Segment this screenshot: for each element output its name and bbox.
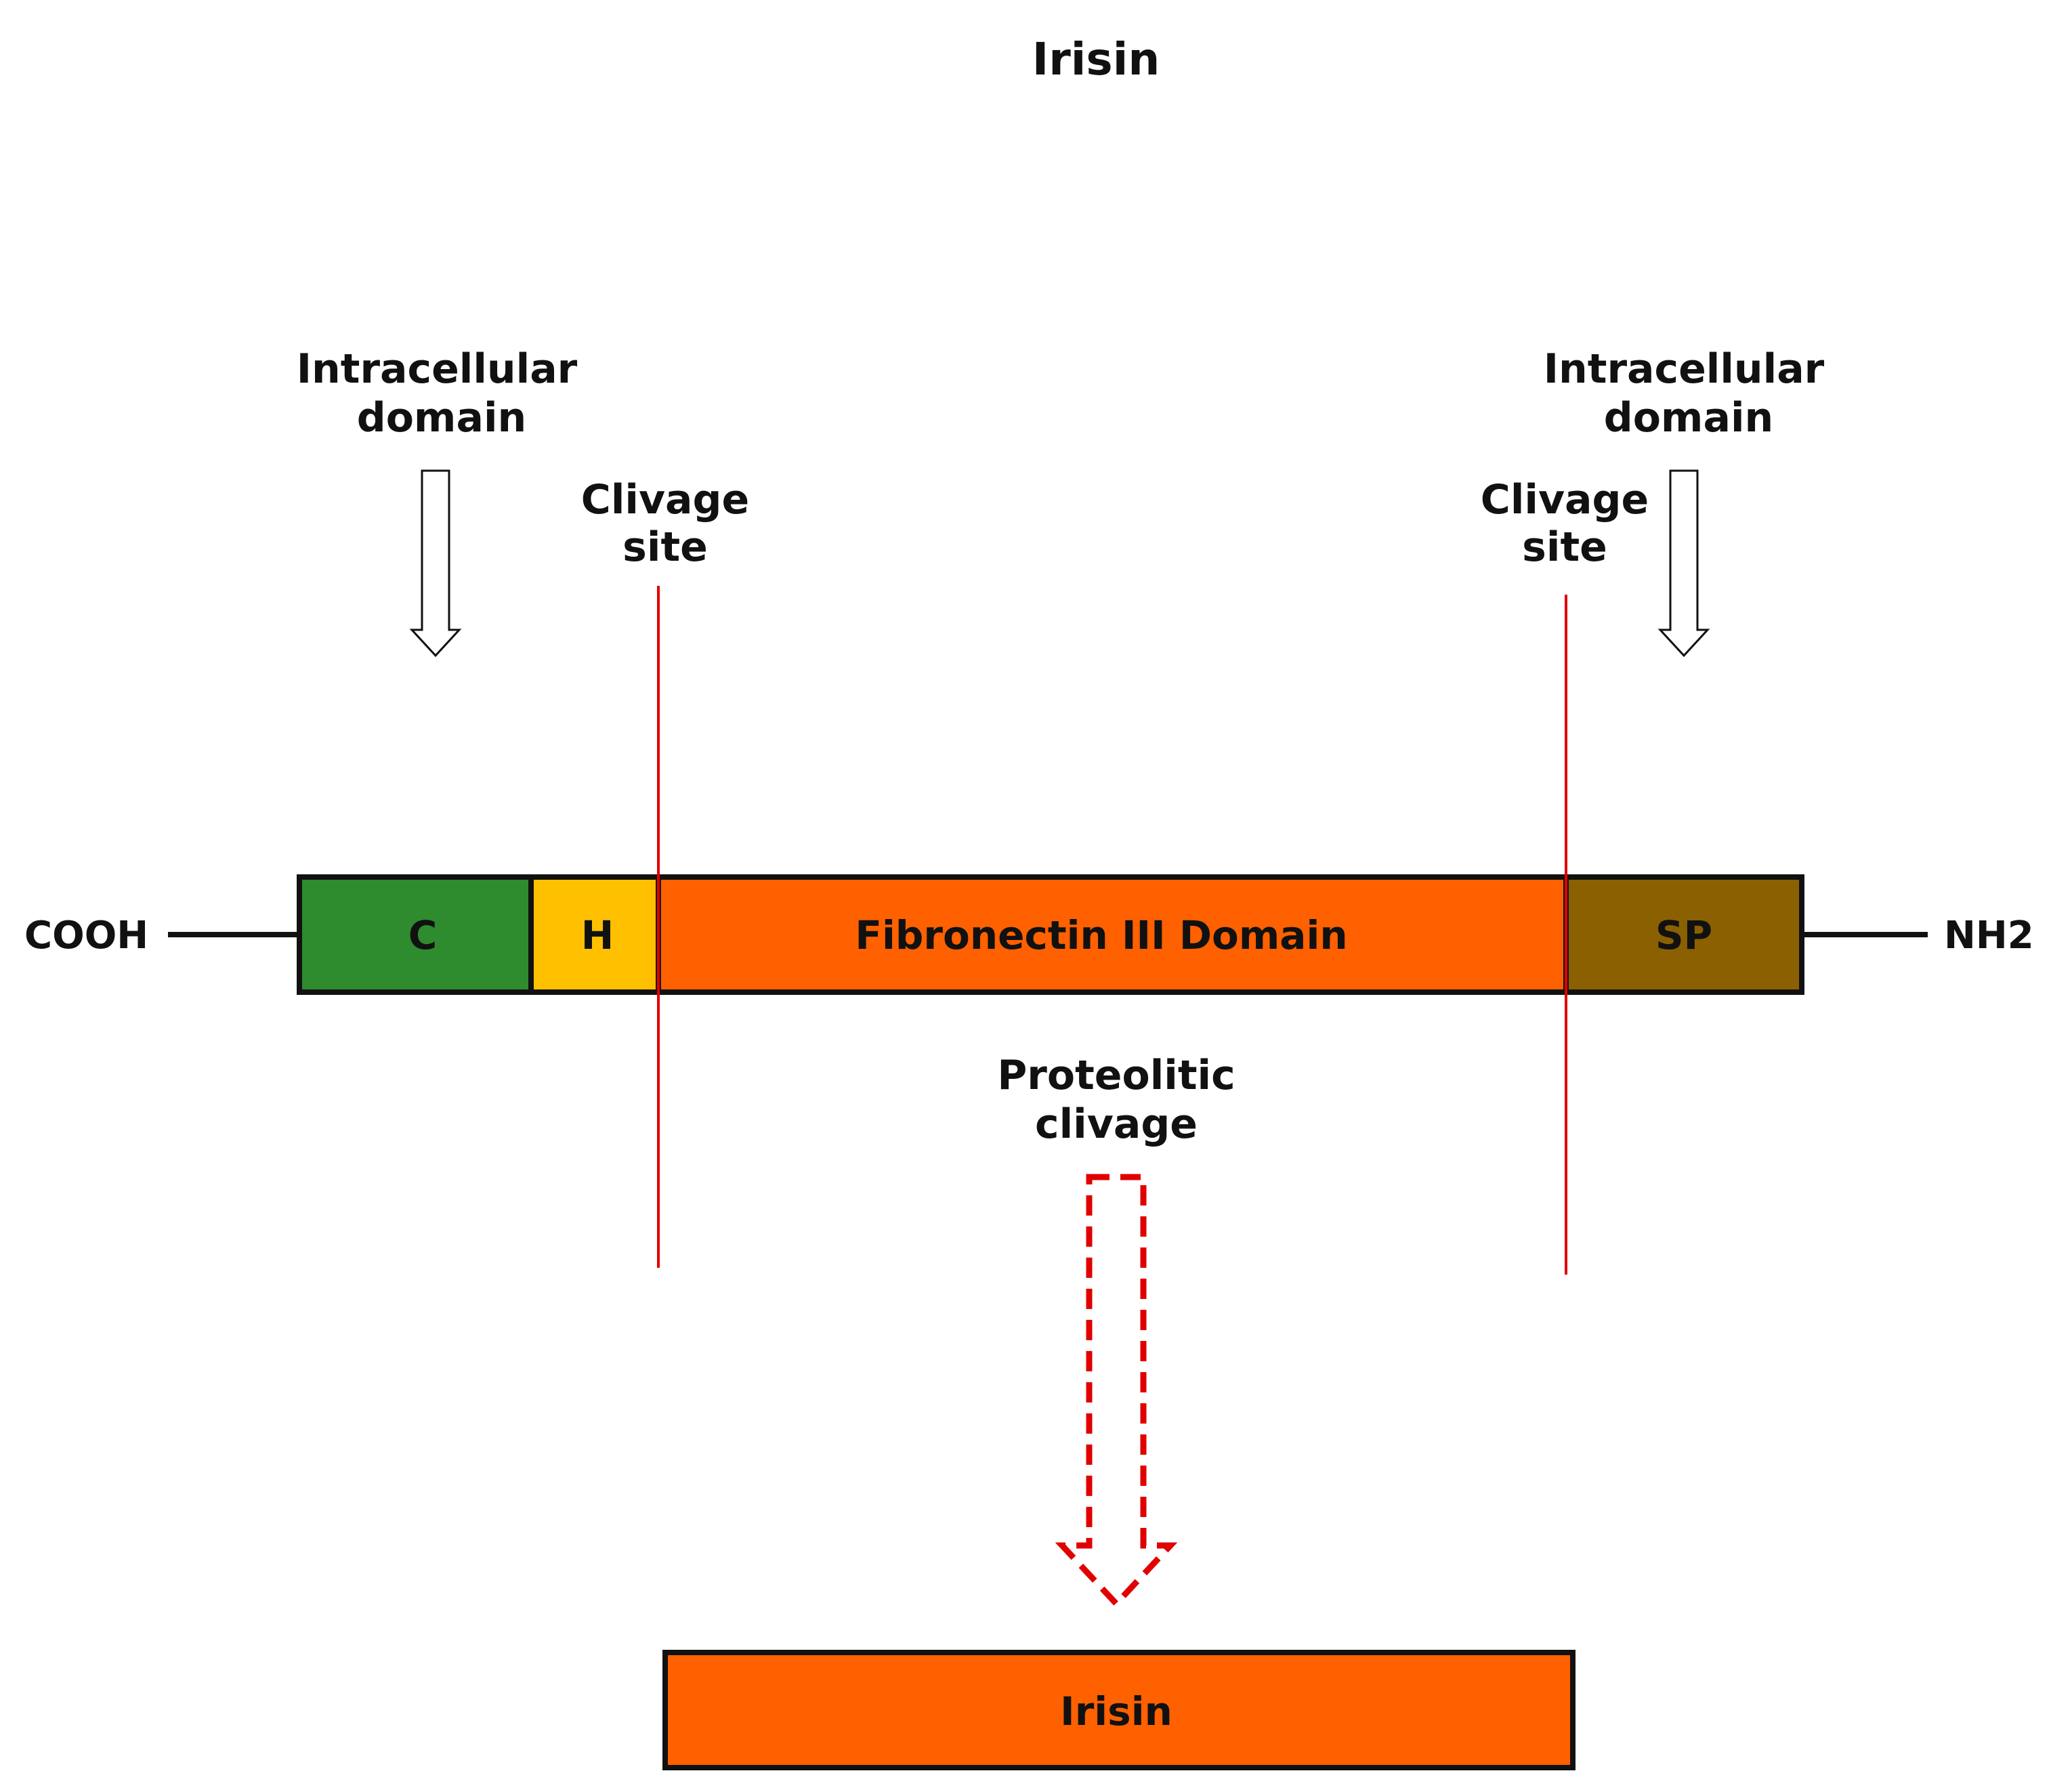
- intracellular-label-right-line1: Intracellular: [1544, 345, 1825, 393]
- cleavage-label-left-line2: site: [622, 524, 708, 571]
- cleavage-label-right-line1: Clivage: [1481, 476, 1649, 524]
- irisin-product-bar: [662, 1650, 1576, 1770]
- cleavage-site-label-left: Clivage site: [581, 476, 749, 571]
- cleavage-site-label-right: Clivage site: [1481, 476, 1649, 571]
- segment-c-label: C: [408, 912, 438, 958]
- segment-sp-label: SP: [1655, 912, 1712, 958]
- proteolytic-cleavage-label: Proteolitic clivage: [997, 1052, 1235, 1148]
- intracellular-domain-label-left: Intracellular domain: [297, 345, 578, 442]
- diagram-title: Irisin: [1032, 33, 1160, 85]
- intracellular-label-left-line2: domain: [357, 394, 526, 442]
- irisin-product-label: Irisin: [1060, 1688, 1172, 1734]
- nh2-terminus-label: NH2: [1944, 914, 2034, 958]
- segment-fibronectin-iii-label: Fibronectin III Domain: [855, 912, 1347, 958]
- segment-h-label: H: [581, 912, 614, 958]
- cooh-terminus-label: COOH: [24, 914, 148, 958]
- dashed-down-arrow-icon: [1055, 1174, 1178, 1608]
- proteolytic-label-line1: Proteolitic: [997, 1052, 1235, 1099]
- proteolytic-label-line2: clivage: [1035, 1101, 1198, 1148]
- intracellular-label-right-line2: domain: [1604, 394, 1773, 442]
- cleavage-label-left-line1: Clivage: [581, 476, 749, 524]
- hollow-down-arrow-left-icon: [409, 469, 462, 658]
- intracellular-label-left-line1: Intracellular: [297, 345, 578, 393]
- hollow-down-arrow-right-icon: [1657, 469, 1710, 658]
- cleavage-label-right-line2: site: [1522, 524, 1607, 571]
- intracellular-domain-label-right: Intracellular domain: [1544, 345, 1825, 442]
